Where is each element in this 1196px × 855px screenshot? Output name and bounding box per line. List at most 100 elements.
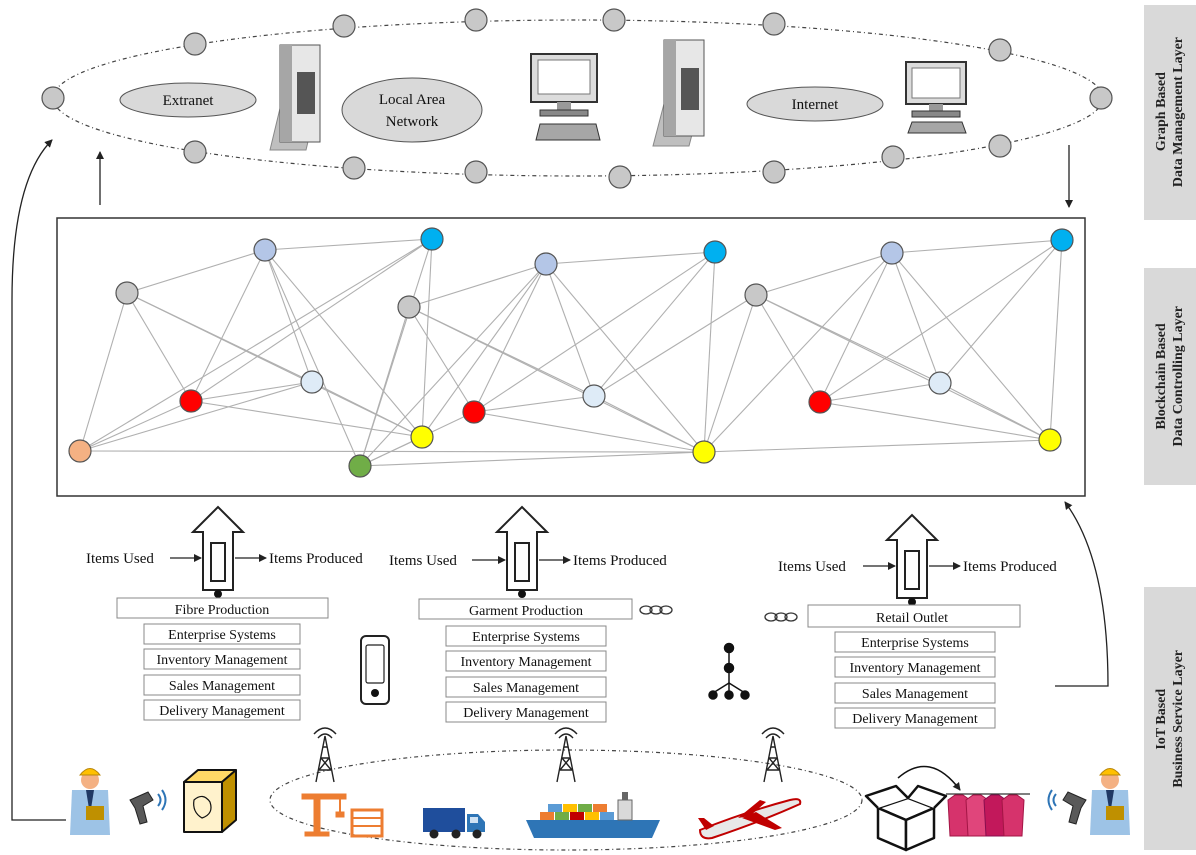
blockchain-edge — [755, 252, 893, 296]
link-chain-icon — [639, 605, 673, 615]
graph-layer-label: Graph Based Data Management Layer — [1144, 5, 1196, 220]
blockchain-edge — [593, 294, 757, 397]
system-item: Inventory Management — [849, 661, 980, 676]
system-item: Inventory Management — [460, 655, 591, 670]
blockchain-node-blue — [1050, 228, 1074, 252]
cell-tower-icon — [761, 727, 785, 783]
blockchain-node-blue — [703, 240, 727, 264]
blockchain-edges — [79, 238, 1063, 467]
system-item: Delivery Management — [463, 706, 589, 721]
retail-outlet-stage: Items Used Items Produced Retail Outlet … — [778, 513, 1057, 729]
cell-tower-icon — [313, 727, 337, 783]
system-item: Sales Management — [169, 679, 275, 694]
cargo-ship-icon — [526, 792, 660, 838]
truck-icon — [423, 808, 485, 839]
rfid-scanner-icon — [129, 789, 167, 825]
blockchain-edge — [359, 263, 547, 467]
blockchain-edge — [311, 381, 423, 438]
system-item: Enterprise Systems — [168, 628, 276, 643]
blockchain-edge — [891, 239, 1063, 254]
garments-icon — [946, 793, 1030, 837]
blockchain-edge — [264, 249, 423, 438]
blockchain-node-paleblue — [300, 370, 324, 394]
items-produced-label: Items Produced — [269, 551, 363, 567]
blockchain-edge — [545, 251, 716, 265]
open-box-icon — [864, 765, 961, 852]
airplane-icon — [698, 798, 802, 840]
blockchain-edge — [79, 238, 433, 452]
blockchain-node-paleblue — [928, 371, 952, 395]
stage-title: Retail Outlet — [876, 611, 948, 626]
extranet-label: Extranet — [163, 93, 215, 109]
smartphone-icon — [360, 635, 390, 705]
blockchain-edge — [79, 400, 192, 452]
blockchain-edge — [939, 382, 1051, 441]
blockchain-edge — [408, 263, 547, 308]
stage-title-box — [418, 598, 633, 620]
blockchain-layer — [56, 217, 1086, 497]
blockchain-node-gray — [115, 281, 139, 305]
graph-layer-text: Graph Based Data Management Layer — [1154, 37, 1186, 188]
blockchain-edge — [819, 382, 941, 403]
blockchain-edge — [545, 263, 595, 397]
hierarchy-icon — [708, 642, 750, 700]
blockchain-edge — [359, 306, 410, 467]
blockchain-edge — [703, 251, 716, 453]
stage-title: Garment Production — [469, 604, 583, 619]
blockchain-layer-text: Blockchain Based Data Controlling Layer — [1154, 306, 1186, 447]
transport-ring — [269, 749, 863, 851]
blockchain-node-red — [179, 389, 203, 413]
blockchain-node-yellow — [1038, 428, 1062, 452]
raw-material-box-icon — [183, 769, 237, 833]
link-chain-icon — [764, 612, 798, 622]
blockchain-edge — [593, 251, 716, 397]
stage-title-box — [807, 604, 1021, 628]
system-item: Enterprise Systems — [472, 630, 580, 645]
blockchain-edge — [819, 252, 893, 403]
blockchain-edge — [819, 401, 1051, 441]
blockchain-edge — [1049, 239, 1063, 441]
blockchain-node-gray — [744, 283, 768, 307]
blockchain-layer-label: Blockchain Based Data Controlling Layer — [1144, 268, 1196, 485]
blockchain-edge — [819, 239, 1063, 403]
internet-node — [746, 86, 884, 122]
lan-node — [341, 77, 483, 143]
rfid-scanner-icon — [1047, 789, 1087, 825]
items-produced-label: Items Produced — [963, 559, 1057, 575]
blockchain-edge — [593, 395, 705, 453]
blockchain-edge — [359, 451, 705, 467]
blockchain-edge — [79, 381, 313, 452]
stage-title-box — [116, 597, 329, 619]
blockchain-edge — [891, 252, 941, 384]
blockchain-panel — [56, 217, 1086, 497]
blockchain-edge — [190, 381, 313, 402]
system-item: Enterprise Systems — [861, 636, 969, 651]
blockchain-edge — [126, 292, 192, 402]
ring-nodes — [41, 8, 1113, 189]
garment-production-stage: Items Used Items Produced Garment Produc… — [389, 505, 667, 723]
blockchain-edge — [421, 238, 433, 438]
blockchain-edge — [264, 238, 433, 251]
desktop-computer-icon — [530, 53, 601, 141]
system-item: Delivery Management — [159, 704, 285, 719]
blockchain-edge — [939, 239, 1063, 384]
blockchain-node-orange — [68, 439, 92, 463]
blockchain-edge — [421, 263, 547, 438]
factory-crane-icon — [301, 793, 384, 838]
fibre-production-stage: Items Used Items Produced Fibre Producti… — [86, 505, 363, 721]
blockchain-node-red — [462, 400, 486, 424]
lan-label-line2: Network — [386, 114, 439, 130]
system-item: Delivery Management — [852, 712, 978, 727]
blockchain-node-paleblue — [582, 384, 606, 408]
blockchain-edge — [703, 439, 1051, 453]
items-used-label: Items Used — [86, 551, 154, 567]
blockchain-edge — [190, 400, 423, 438]
iot-layer-text: IoT Based Business Service Layer — [1154, 649, 1186, 788]
system-item: Sales Management — [473, 681, 579, 696]
desktop-computer-icon — [905, 61, 967, 134]
server-icon — [269, 44, 321, 151]
iot-layer: Items Used Items Produced Fibre Producti… — [70, 505, 1130, 852]
blockchain-node-red — [808, 390, 832, 414]
blockchain-edge — [190, 249, 266, 402]
